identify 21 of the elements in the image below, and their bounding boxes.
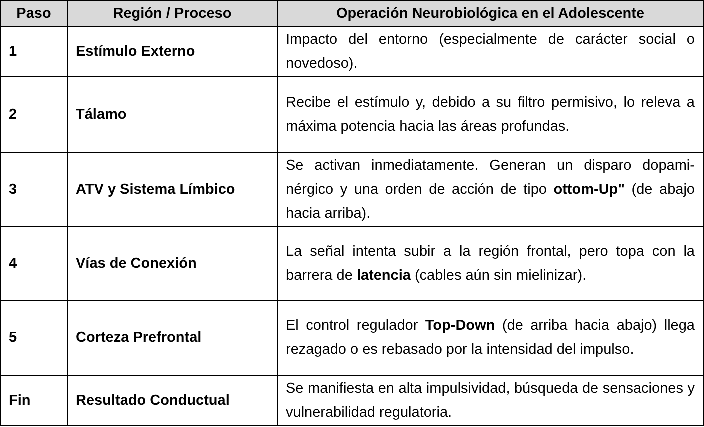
region-name: ATV y Sistema Límbico	[68, 152, 278, 226]
description-text: Se activan inmediatamente. Generan un disparo dopami-nérgico y una orden de acción de tipo ottom-Up" (de abajo hacia arriba).	[278, 152, 704, 226]
region-name: Tálamo	[68, 76, 278, 152]
step-number: Fin	[0, 376, 68, 426]
region-name: Corteza Prefrontal	[68, 300, 278, 376]
step-number: 4	[0, 226, 68, 300]
step-number: 5	[0, 300, 68, 376]
column-header: Región / Proceso	[68, 0, 278, 26]
description-text: Impacto del entorno (especialmente de carácter social o novedoso).	[278, 26, 704, 76]
description-text: El control regulador Top-Down (de arriba hacia abajo) llega rezagado o es rebasado por la intensidad del impulso.	[278, 300, 704, 376]
region-name: Resultado Conductual	[68, 376, 278, 426]
description-text: La señal intenta subir a la región frontal, pero topa con la barrera de latencia (cables aún sin mielinizar).	[278, 226, 704, 300]
step-number: 1	[0, 26, 68, 76]
step-number: 2	[0, 76, 68, 152]
description-text: Recibe el estímulo y, debido a su filtro permisivo, lo releva a máxima potencia hacia las áreas profundas.	[278, 76, 704, 152]
column-header: Operación Neurobiológica en el Adolescente	[278, 0, 704, 26]
description-text: Se manifiesta en alta impulsividad, búsqueda de sensaciones y vulnerabilidad regulatoria.	[278, 376, 704, 426]
region-name: Estímulo Externo	[68, 26, 278, 76]
step-number: 3	[0, 152, 68, 226]
column-header: Paso	[0, 0, 68, 26]
region-name: Vías de Conexión	[68, 226, 278, 300]
